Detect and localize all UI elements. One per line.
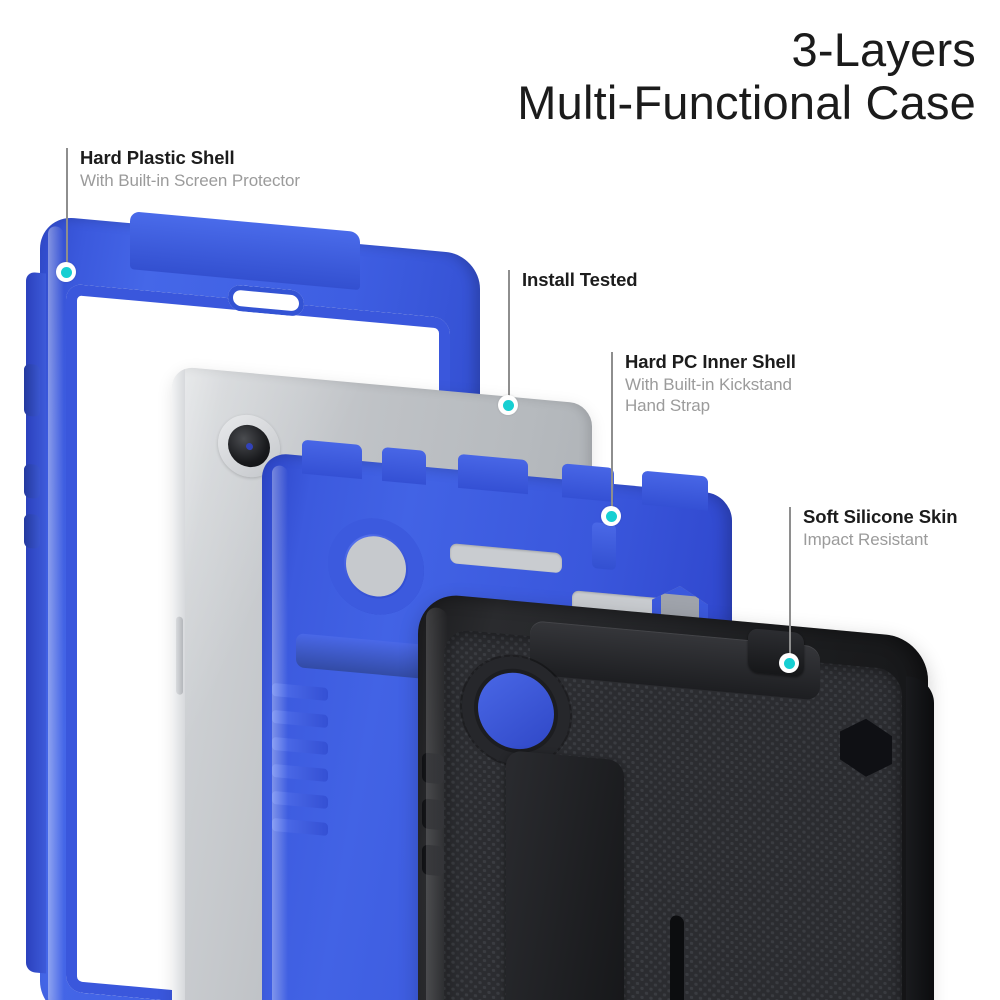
- leader-line-soft-silicone-skin: [789, 507, 791, 663]
- callout-subtext: Impact Resistant: [803, 529, 929, 549]
- callout-text-hard-plastic-shell: Hard Plastic Shell With Built-in Screen …: [66, 146, 300, 191]
- callout-soft-silicone-skin: Soft Silicone Skin Impact Resistant: [789, 505, 958, 550]
- silicone-right-wall: [906, 676, 934, 1000]
- hard-plastic-shell-highlight: [48, 225, 64, 1000]
- silicone-highlight: [426, 606, 448, 1000]
- marker-dot-hard-pc-inner-shell: [601, 506, 621, 526]
- callout-subtext: With Built-in Screen Protector: [80, 170, 300, 190]
- callout-text-soft-silicone-skin: Soft Silicone Skin Impact Resistant: [789, 505, 958, 550]
- title-line-2: Multi-Functional Case: [517, 75, 976, 129]
- hard-plastic-shell-button-cutout: [24, 363, 40, 417]
- callout-text-hard-pc-inner-shell: Hard PC Inner Shell With Built-in Kickst…: [611, 350, 796, 417]
- leader-line-hard-pc-inner-shell: [611, 352, 613, 516]
- callout-heading: Hard Plastic Shell: [80, 147, 235, 168]
- callout-hard-pc-inner-shell: Hard PC Inner Shell With Built-in Kickst…: [611, 350, 796, 417]
- title-line-1: 3-Layers: [791, 23, 976, 76]
- hard-pc-inner-shell-highlight: [272, 464, 288, 1000]
- leader-line-install-tested: [508, 270, 510, 405]
- marker-dot-soft-silicone-skin: [779, 653, 799, 673]
- hard-plastic-shell-button-cutout: [24, 463, 40, 499]
- callout-heading: Install Tested: [522, 269, 638, 290]
- hand-strap: [506, 750, 624, 1000]
- callout-hard-plastic-shell: Hard Plastic Shell With Built-in Screen …: [66, 146, 300, 191]
- callout-heading: Soft Silicone Skin: [803, 506, 958, 527]
- callout-heading: Hard PC Inner Shell: [625, 351, 796, 372]
- callout-subtext: Hand Strap: [625, 396, 710, 416]
- tablet-side-button: [176, 616, 183, 696]
- camera-cutout: [346, 533, 406, 600]
- callout-install-tested: Install Tested: [508, 268, 638, 292]
- page-title: 3-Layers Multi-Functional Case: [517, 23, 976, 129]
- soft-silicone-skin-body: [418, 592, 928, 1000]
- hard-plastic-shell-button-cutout: [24, 513, 40, 549]
- callout-subtext: With Built-in Kickstand: [625, 374, 792, 394]
- marker-dot-install-tested: [498, 395, 518, 415]
- soft-silicone-skin-layer: [418, 592, 934, 1000]
- leader-line-hard-plastic-shell: [66, 148, 68, 272]
- silicone-slot: [670, 914, 684, 1000]
- marker-dot-hard-plastic-shell: [56, 262, 76, 282]
- kickstand-tab: [592, 522, 616, 571]
- callout-text-install-tested: Install Tested: [508, 268, 638, 292]
